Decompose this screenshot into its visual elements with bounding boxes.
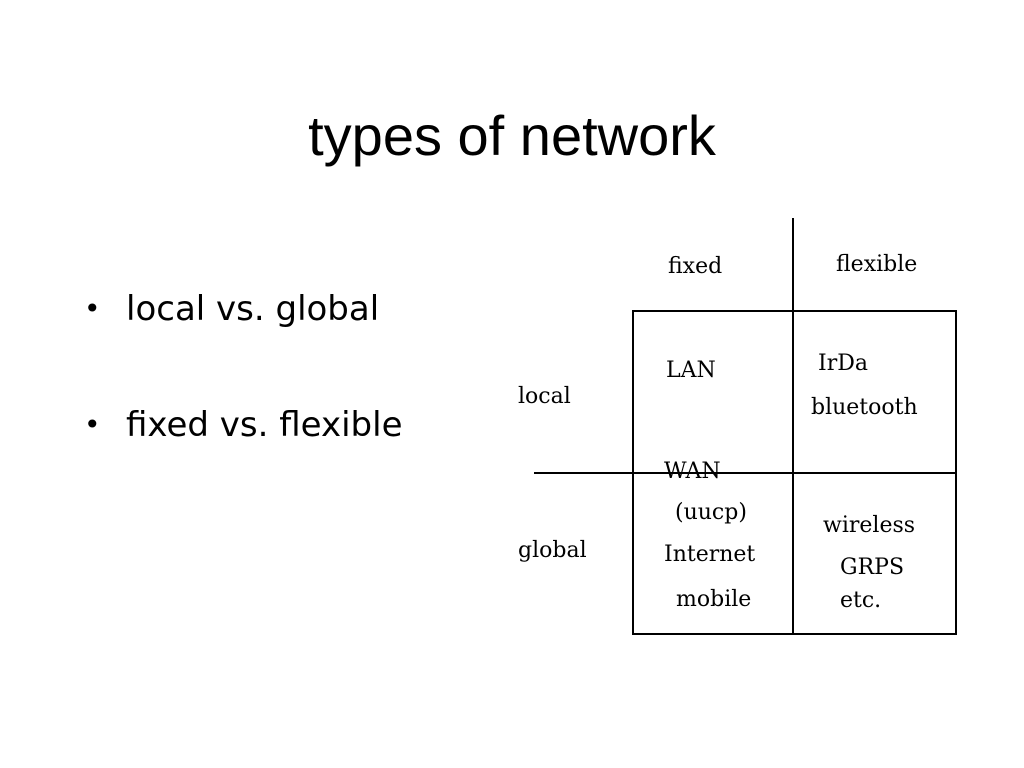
cell-global-fixed-2: (uucp) — [675, 500, 747, 525]
matrix-horizontal-divider — [534, 472, 957, 474]
cell-global-flexible-1: wireless — [823, 513, 916, 538]
cell-global-flexible-3: etc. — [840, 588, 882, 613]
matrix-vertical-divider — [792, 218, 794, 635]
bullet-list: local vs. global fixed vs. flexible — [84, 282, 403, 456]
row-header-local: local — [518, 384, 571, 409]
matrix-left-border — [632, 310, 634, 635]
column-header-flexible: flexible — [836, 252, 918, 277]
cell-local-flexible-2: bluetooth — [811, 395, 918, 420]
matrix-bottom-border — [632, 633, 957, 635]
cell-global-fixed-3: Internet — [664, 542, 756, 567]
bullet-item: local vs. global — [84, 282, 403, 340]
column-header-fixed: fixed — [668, 254, 723, 279]
matrix-top-border — [632, 310, 957, 312]
cell-global-fixed-1: WAN — [664, 459, 721, 484]
row-header-global: global — [518, 538, 587, 563]
bullet-item: fixed vs. flexible — [84, 398, 403, 456]
cell-local-flexible-1: IrDa — [818, 351, 868, 376]
cell-global-fixed-4: mobile — [676, 587, 752, 612]
matrix-right-border — [955, 310, 957, 635]
cell-local-fixed: LAN — [666, 358, 716, 383]
slide-title: types of network — [308, 104, 716, 167]
cell-global-flexible-2: GRPS — [840, 555, 905, 580]
